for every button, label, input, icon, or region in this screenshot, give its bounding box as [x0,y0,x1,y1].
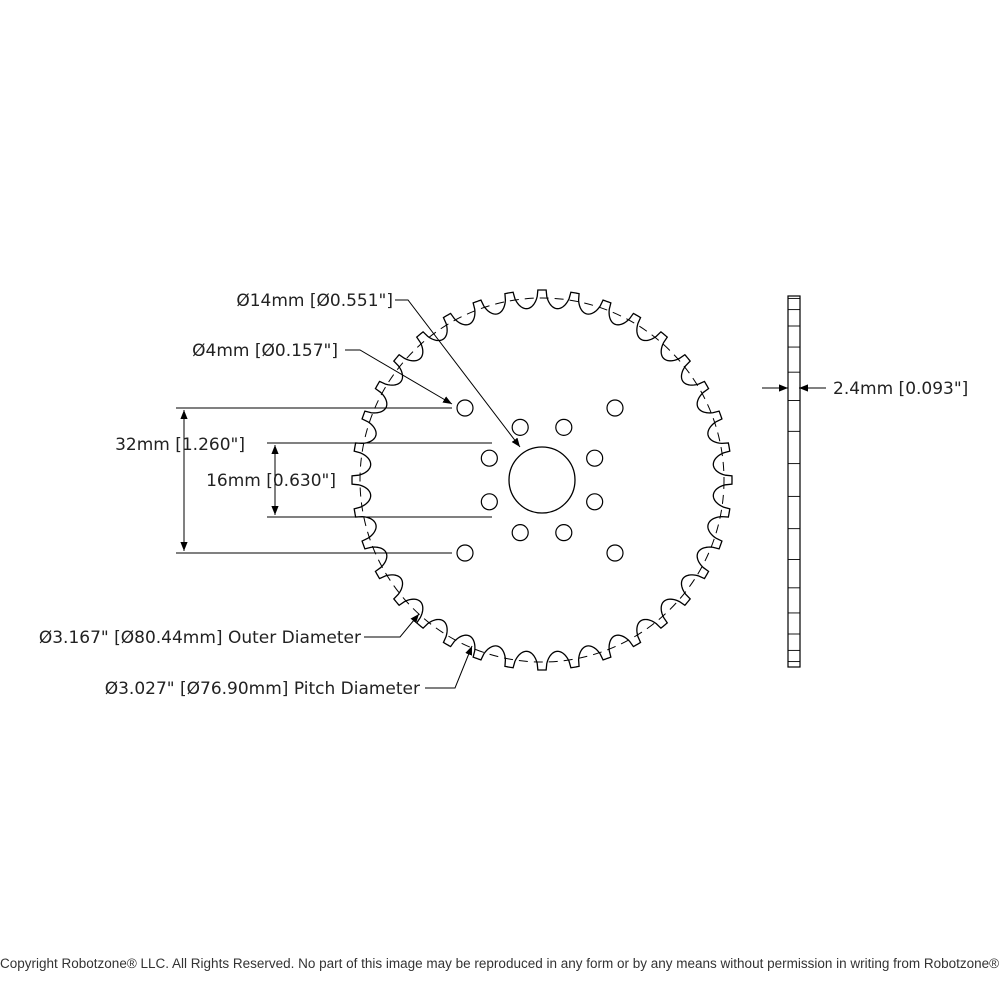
spacing-16-label: 16mm [0.630"] [206,471,336,491]
bolt-hole [555,418,573,436]
sprocket-side-view [787,295,801,668]
outer-diameter-label: Ø3.167" [Ø80.44mm] Outer Diameter [39,628,361,648]
bolt-hole-pattern [480,418,604,542]
bolt-hole [511,418,529,436]
corner-hole [606,544,624,562]
hole-leader [345,349,453,405]
bolt-hole [586,493,604,511]
bolt-hole [511,524,529,542]
pitch-diameter-leader [425,645,473,689]
bolt-hole [586,449,604,467]
corner-hole [456,544,474,562]
sprocket-tooth-profile [351,289,733,671]
dimension-labels: Ø14mm [Ø0.551"] Ø4mm [Ø0.157"] 32mm [1.2… [39,291,968,699]
bore-label: Ø14mm [Ø0.551"] [236,291,393,311]
bolt-hole [555,524,573,542]
hole-label: Ø4mm [Ø0.157"] [192,341,338,361]
spacing-32-label: 32mm [1.260"] [115,435,245,455]
thickness-label: 2.4mm [0.093"] [833,379,968,399]
pitch-diameter-circle [359,297,725,663]
corner-hole-pattern [456,399,624,562]
outer-diameter-leader [364,613,420,638]
bolt-hole [480,449,498,467]
center-bore [508,446,576,514]
bore-leader [395,299,521,448]
sprocket-front-view [351,289,733,671]
copyright-footer: Copyright Robotzone® LLC. All Rights Res… [0,956,1000,971]
corner-hole [606,399,624,417]
pitch-diameter-label: Ø3.027" [Ø76.90mm] Pitch Diameter [105,679,420,699]
dimension-lines [176,299,826,689]
side-plate-outline [787,295,801,668]
corner-hole [456,399,474,417]
bolt-hole [480,493,498,511]
